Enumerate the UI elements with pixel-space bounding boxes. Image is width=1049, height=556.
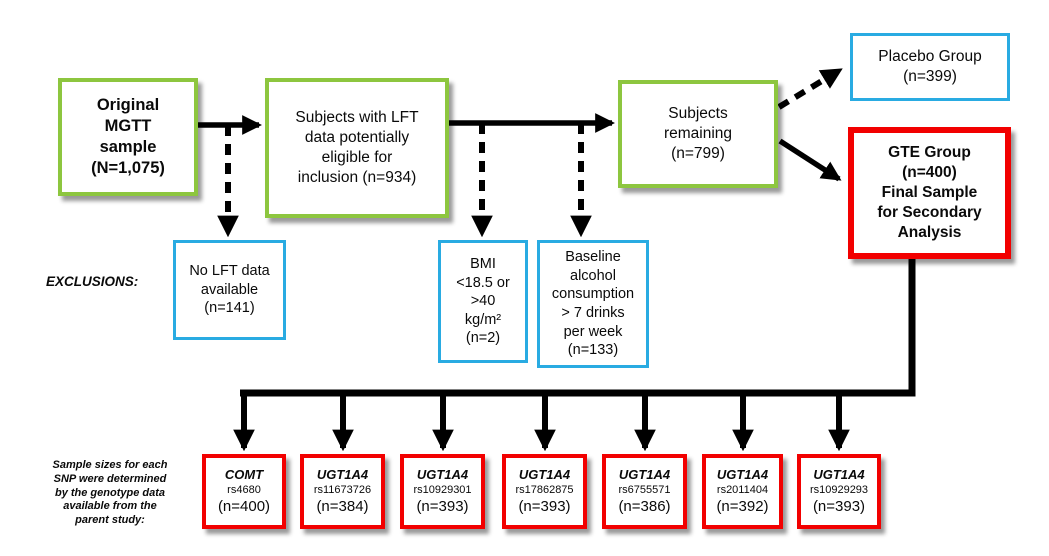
box-snp-ugt1a4-rs2011404: UGT1A4 rs2011404 (n=392)	[702, 454, 783, 529]
snp-sample-note: Sample sizes for each SNP were determine…	[52, 459, 168, 526]
snp-n-count: (n=393)	[812, 498, 866, 516]
box-snp-ugt1a4-rs10929301: UGT1A4 rs10929301 (n=393)	[400, 454, 485, 529]
snp-n-count: (n=393)	[518, 498, 571, 516]
snp-gene-name: UGT1A4	[416, 466, 469, 482]
snp-gene-name: UGT1A4	[716, 466, 769, 482]
snp-rsid: rs10929301	[413, 483, 472, 496]
arrow-remaining-to-gte	[778, 138, 842, 182]
box-subjects-remaining: Subjects remaining (n=799)	[618, 80, 778, 188]
box-snp-ugt1a4-rs11673726: UGT1A4 rs11673726 (n=384)	[300, 454, 385, 529]
snp-rsid: rs6755571	[618, 483, 671, 496]
box-lft-eligible: Subjects with LFT data potentially eligi…	[265, 78, 449, 218]
snp-n-count: (n=386)	[618, 498, 671, 516]
snp-gene-name: COMT	[224, 466, 264, 482]
gte-branch-trunk	[240, 257, 916, 397]
snp-n-count: (n=393)	[416, 498, 469, 516]
box-exclusion-bmi: BMI <18.5 or >40 kg/m² (n=2)	[438, 240, 528, 363]
arrow-remaining-to-placebo	[777, 67, 843, 110]
snp-n-count: (n=400)	[217, 498, 271, 516]
snp-rsid: rs11673726	[313, 483, 372, 496]
snp-gene-name: UGT1A4	[316, 466, 369, 482]
snp-rsid: rs2011404	[716, 483, 769, 496]
box-snp-comt-rs4680: COMT rs4680 (n=400)	[202, 454, 286, 529]
snp-rsid: rs4680	[227, 483, 261, 496]
snp-gene-name: UGT1A4	[518, 466, 571, 482]
box-original-sample: Original MGTT sample (N=1,075)	[58, 78, 198, 196]
box-placebo-group: Placebo Group (n=399)	[850, 33, 1010, 101]
exclusions-label: EXCLUSIONS:	[46, 274, 139, 289]
snp-gene-name: UGT1A4	[618, 466, 671, 482]
snp-rsid: rs17862875	[515, 483, 574, 496]
box-snp-ugt1a4-rs6755571: UGT1A4 rs6755571 (n=386)	[602, 454, 687, 529]
snp-n-count: (n=392)	[716, 498, 769, 516]
box-exclusion-alcohol: Baseline alcohol consumption > 7 drinks …	[537, 240, 649, 368]
box-snp-ugt1a4-rs10929293: UGT1A4 rs10929293 (n=393)	[797, 454, 881, 529]
box-gte-group: GTE Group (n=400) Final Sample for Secon…	[848, 127, 1011, 259]
snp-gene-name: UGT1A4	[813, 466, 865, 482]
snp-n-count: (n=384)	[316, 498, 369, 516]
box-snp-ugt1a4-rs17862875: UGT1A4 rs17862875 (n=393)	[502, 454, 587, 529]
box-exclusion-no-lft: No LFT data available (n=141)	[173, 240, 286, 340]
snp-rsid: rs10929293	[809, 483, 869, 496]
